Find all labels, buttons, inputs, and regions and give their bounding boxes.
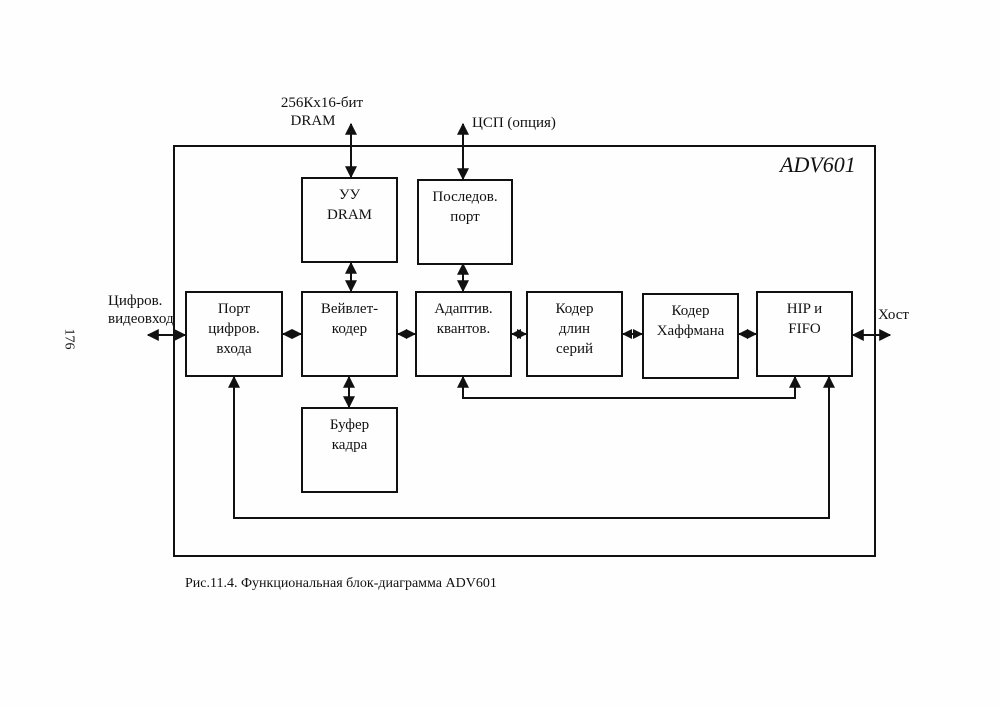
block-serial-port-line2: порт bbox=[450, 209, 480, 225]
label-video-line1: Цифров. bbox=[108, 293, 163, 309]
block-frame-buffer: Буфер кадра bbox=[301, 407, 398, 493]
label-video-input: Цифров. видеовход bbox=[108, 292, 174, 328]
block-adaptive-line2: квантов. bbox=[436, 321, 491, 337]
block-wavelet-line1: Вейвлет- bbox=[320, 301, 379, 317]
block-input-port: Порт цифров. входа bbox=[185, 291, 283, 377]
block-input-port-line1: Порт bbox=[217, 301, 251, 317]
block-wavelet-coder: Вейвлет- кодер bbox=[301, 291, 398, 377]
chip-title: ADV601 bbox=[780, 152, 856, 177]
block-rle-line1: Кодер bbox=[555, 301, 594, 317]
block-hip-line1: HIP и bbox=[786, 301, 823, 317]
label-video-line2: видеовход bbox=[108, 311, 174, 327]
block-rle-line2: длин bbox=[558, 321, 591, 337]
block-rle-coder: Кодер длин серий bbox=[526, 291, 623, 377]
label-dram-line2: DRAM bbox=[290, 113, 336, 129]
block-input-port-line3: входа bbox=[216, 341, 252, 357]
bus-adaptive-hip bbox=[457, 375, 801, 399]
block-input-port-line2: цифров. bbox=[208, 321, 260, 337]
label-host: Хост bbox=[878, 307, 909, 323]
block-hip-fifo: HIP и FIFO bbox=[756, 291, 853, 377]
block-wavelet-line2: кодер bbox=[331, 321, 368, 337]
label-dram-external: 256Кx16-бит DRAM bbox=[272, 94, 372, 130]
block-serial-port: Последов. порт bbox=[417, 179, 513, 265]
label-dsp-external: ЦСП (опция) bbox=[472, 115, 556, 131]
bus-port-hip bbox=[228, 375, 835, 519]
block-huffman-line1: Кодер bbox=[671, 303, 710, 319]
block-adaptive-quantizer: Адаптив. квантов. bbox=[415, 291, 512, 377]
block-dram-controller-line1: УУ bbox=[338, 187, 361, 203]
figure-caption: Рис.11.4. Функциональная блок-диаграмма … bbox=[185, 576, 497, 591]
chip-outline bbox=[173, 145, 876, 557]
page-number: 176 bbox=[61, 328, 77, 350]
block-serial-port-line1: Последов. bbox=[432, 189, 498, 205]
block-huffman-line2: Хаффмана bbox=[656, 323, 725, 339]
block-dram-controller: УУ DRAM bbox=[301, 177, 398, 263]
block-adaptive-line1: Адаптив. bbox=[434, 301, 493, 317]
block-rle-line3: серий bbox=[555, 341, 594, 357]
block-huffman-coder: Кодер Хаффмана bbox=[642, 293, 739, 379]
label-dram-line1: 256Кx16-бит bbox=[280, 95, 364, 111]
block-dram-controller-line2: DRAM bbox=[326, 207, 372, 223]
block-frame-buffer-line1: Буфер bbox=[329, 417, 370, 433]
block-frame-buffer-line2: кадра bbox=[331, 437, 368, 453]
block-hip-line2: FIFO bbox=[788, 321, 821, 337]
